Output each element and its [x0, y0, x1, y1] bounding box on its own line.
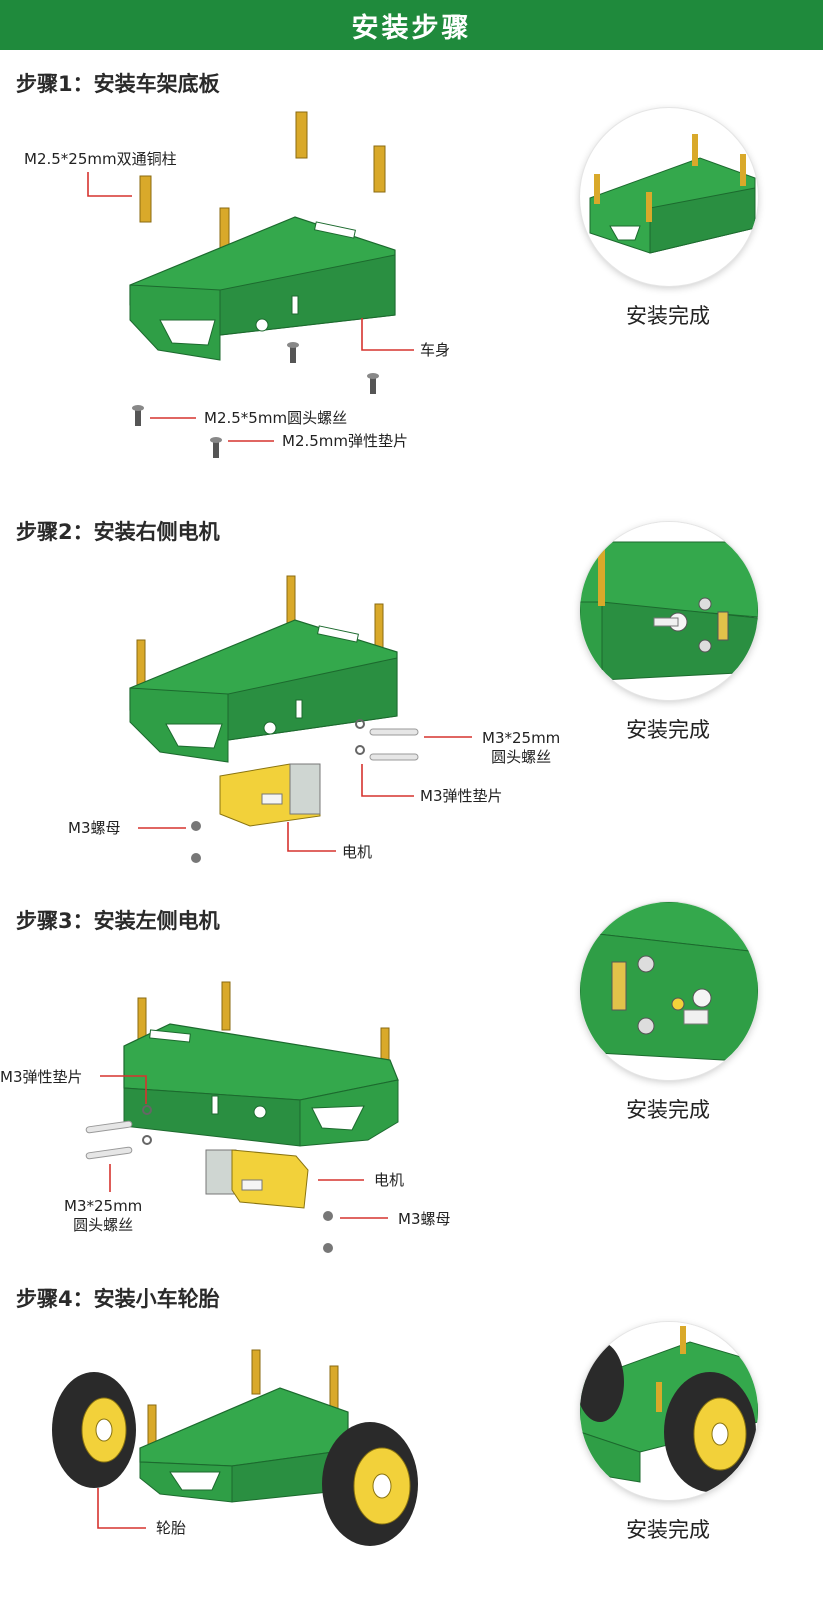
step-3-zoom-circle — [580, 902, 758, 1080]
callout-screw: M3*25mm 圆头螺丝 — [64, 1197, 143, 1234]
chassis-icon — [129, 619, 398, 763]
callout-screw: M3*25mm 圆头螺丝 — [482, 729, 561, 766]
callout-washer: M2.5mm弹性垫片 — [282, 432, 409, 450]
step-4-done-label: 安装完成 — [626, 1518, 710, 1542]
nut-icon — [323, 1211, 333, 1253]
step-2-done-label: 安装完成 — [626, 718, 710, 742]
nut-icon — [191, 821, 201, 863]
callout-standoff: M2.5*25mm双通铜柱 — [24, 150, 177, 168]
callout-motor: 电机 — [374, 1171, 405, 1189]
tire-icon — [52, 1372, 136, 1488]
callout-screw: M2.5*5mm圆头螺丝 — [204, 409, 348, 427]
leader-lines — [97, 1488, 146, 1529]
chassis-icon — [139, 1387, 349, 1503]
motor-icon — [205, 1149, 309, 1209]
step-4-zoom-circle — [580, 1322, 758, 1500]
page-title: 安装步骤 — [351, 12, 472, 44]
screw-icon — [369, 728, 419, 761]
leader-lines — [138, 736, 472, 852]
step-1-done-label: 安装完成 — [626, 304, 710, 328]
step-3-title: 步骤3：安装左侧电机 — [16, 909, 220, 933]
washer-icon — [142, 1105, 152, 1145]
tire-icon — [322, 1422, 418, 1546]
chassis-icon — [123, 1023, 399, 1147]
step-4-title: 步骤4：安装小车轮胎 — [16, 1287, 220, 1311]
callout-body: 车身 — [420, 341, 451, 359]
leader-lines — [87, 172, 414, 442]
step-3-done-label: 安装完成 — [626, 1098, 710, 1122]
step-2-zoom-circle — [580, 522, 758, 700]
step-1-zoom-circle — [580, 108, 758, 286]
callout-washer: M3弹性垫片 — [420, 787, 503, 805]
motor-icon — [219, 763, 321, 827]
page-header: 安装步骤 — [0, 0, 823, 50]
standoff-icon — [139, 111, 386, 255]
callout-motor: 电机 — [342, 843, 373, 861]
callout-nut: M3螺母 — [398, 1210, 451, 1228]
callout-nut: M3螺母 — [68, 819, 121, 837]
callout-tire: 轮胎 — [156, 1519, 187, 1537]
screw-icon — [85, 1120, 133, 1160]
screw-icon — [132, 342, 379, 458]
step-2-title: 步骤2：安装右侧电机 — [16, 520, 220, 544]
washer-icon — [355, 719, 365, 755]
step-1-title: 步骤1：安装车架底板 — [16, 72, 220, 96]
chassis-icon — [129, 216, 396, 361]
callout-washer: M3弹性垫片 — [0, 1068, 83, 1086]
leader-lines — [100, 1075, 388, 1219]
